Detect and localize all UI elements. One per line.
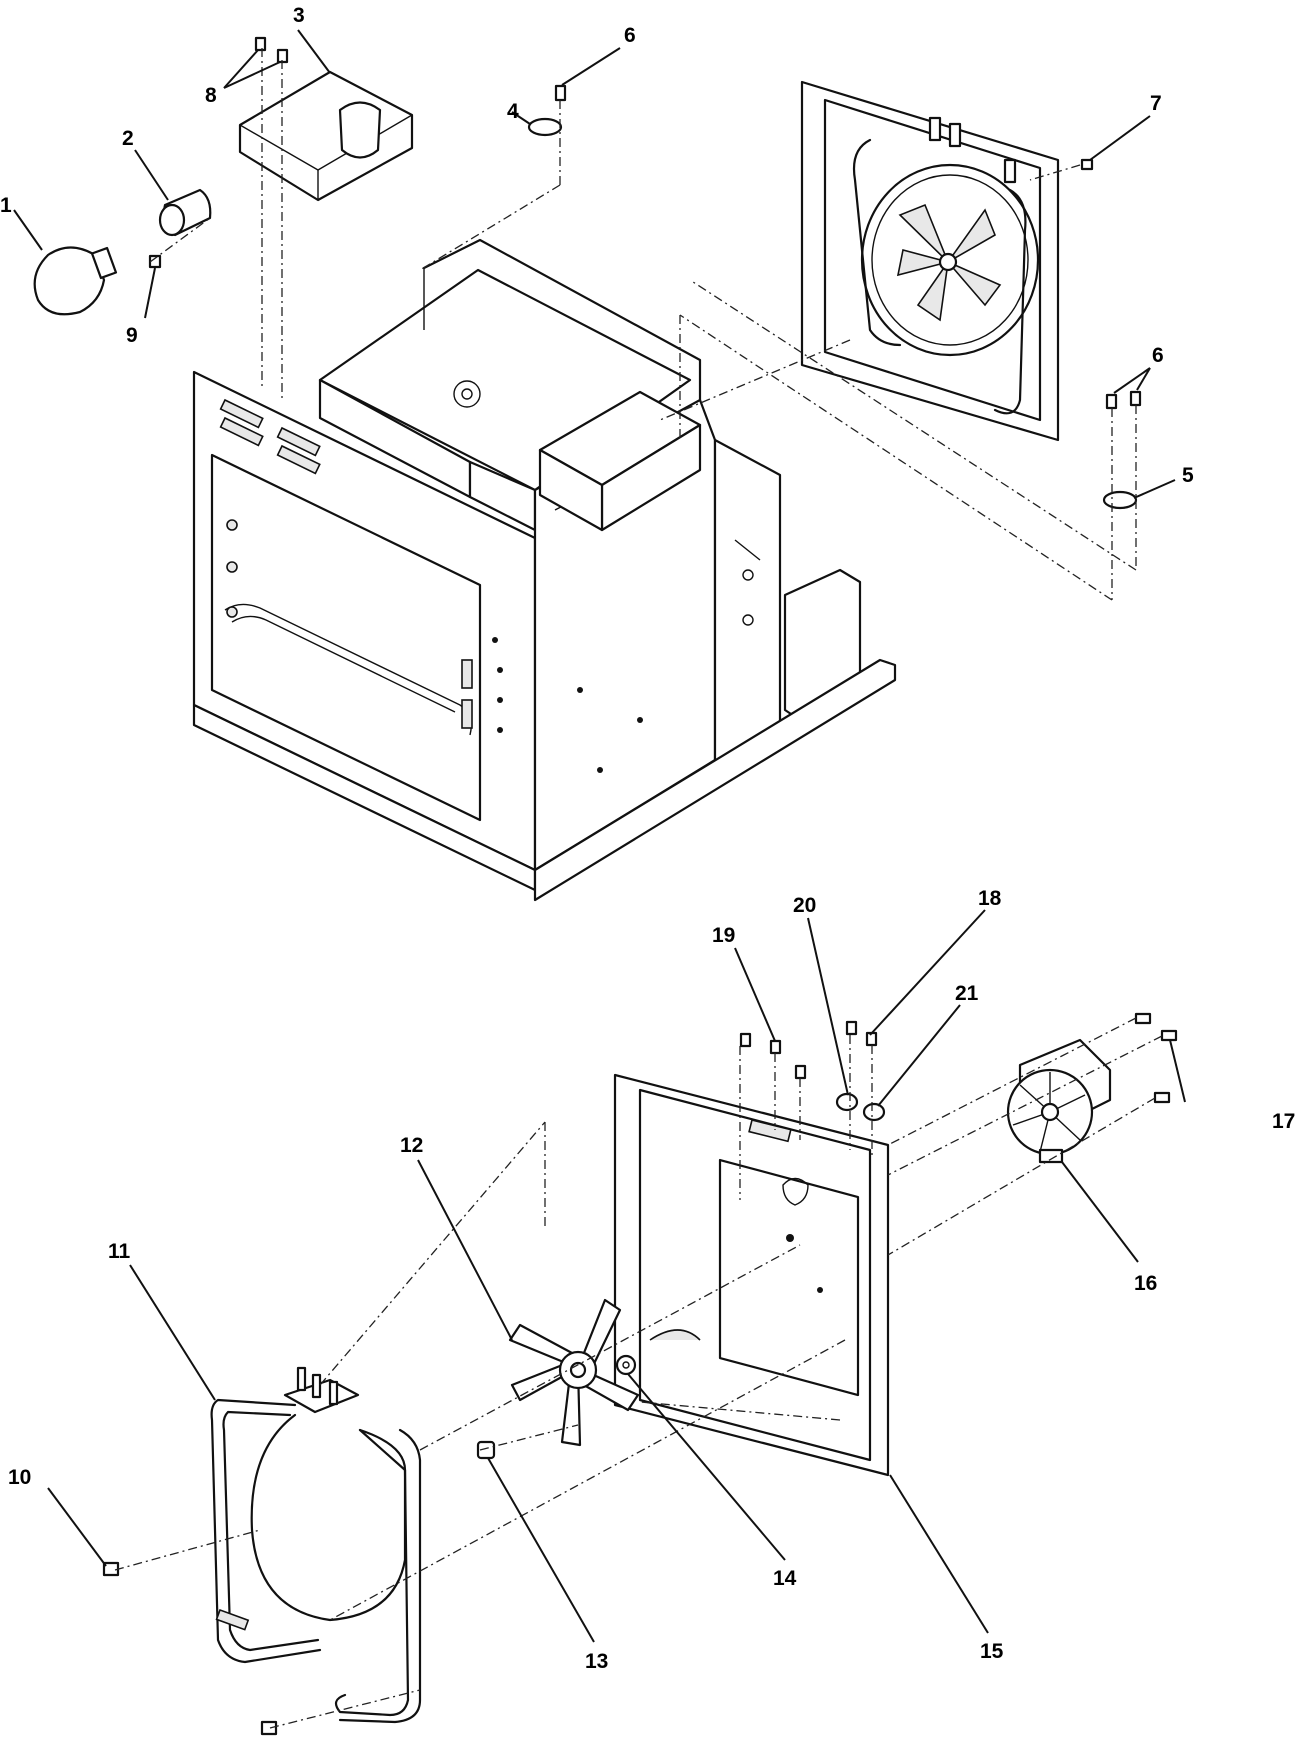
thermostat-4 <box>527 117 563 137</box>
screws-6-right <box>1105 390 1142 410</box>
lamp-housing <box>238 70 414 202</box>
assembly-lines-bottom <box>114 1017 1163 1729</box>
callout-19: 19 <box>712 924 735 947</box>
callout-4: 4 <box>507 100 519 123</box>
callout-10: 10 <box>8 1466 31 1489</box>
callout-18: 18 <box>978 887 1002 910</box>
screws-19 <box>739 1032 807 1080</box>
screws-17 <box>1134 1012 1178 1104</box>
lamp-socket <box>158 188 212 237</box>
nut-13 <box>476 1440 496 1460</box>
screws-8 <box>254 36 289 64</box>
thermostat-5 <box>1102 490 1138 510</box>
vent-slots <box>219 398 321 475</box>
callout-6-top: 6 <box>624 24 636 47</box>
callout-15: 15 <box>980 1640 1004 1663</box>
callout-6-right: 6 <box>1152 344 1164 367</box>
callout-21: 21 <box>955 982 979 1005</box>
callout-16: 16 <box>1134 1272 1157 1295</box>
convection-back-panel <box>613 1073 890 1477</box>
callout-12: 12 <box>400 1134 423 1157</box>
assembly-lines-top <box>149 48 1137 601</box>
callout-9: 9 <box>126 324 138 347</box>
fan-blade-icon <box>508 1298 640 1447</box>
fan-motor-icon <box>1006 1038 1112 1164</box>
rear-convection-panel <box>800 80 1060 442</box>
fan-blade-icon-rear <box>896 203 1002 322</box>
callout-5: 5 <box>1182 464 1194 487</box>
callout-1: 1 <box>0 194 12 217</box>
light-bulb-icon <box>33 246 118 316</box>
callout-14: 14 <box>773 1567 797 1590</box>
oven-cabinet <box>192 238 897 902</box>
callout-17: 17 <box>1272 1110 1295 1133</box>
callout-labels: 1 2 3 4 5 6 6 7 8 9 10 11 12 13 14 15 16… <box>0 4 1295 1673</box>
callout-3: 3 <box>293 4 305 27</box>
screw-7 <box>1080 158 1094 171</box>
callout-8: 8 <box>205 84 217 107</box>
heating-element-icon <box>210 1366 422 1724</box>
callout-13: 13 <box>585 1650 608 1673</box>
callout-11: 11 <box>108 1240 131 1263</box>
screw-6-top <box>554 84 567 102</box>
callout-20: 20 <box>793 894 816 917</box>
cabinet-fasteners <box>492 637 643 773</box>
washer-14 <box>615 1354 637 1376</box>
screw-10-lower <box>260 1720 278 1736</box>
callout-2: 2 <box>122 127 134 150</box>
leader-lines <box>13 29 1186 1643</box>
callout-7: 7 <box>1150 92 1162 115</box>
thermostat-20 <box>835 1092 859 1112</box>
thermostat-21 <box>862 1102 886 1122</box>
